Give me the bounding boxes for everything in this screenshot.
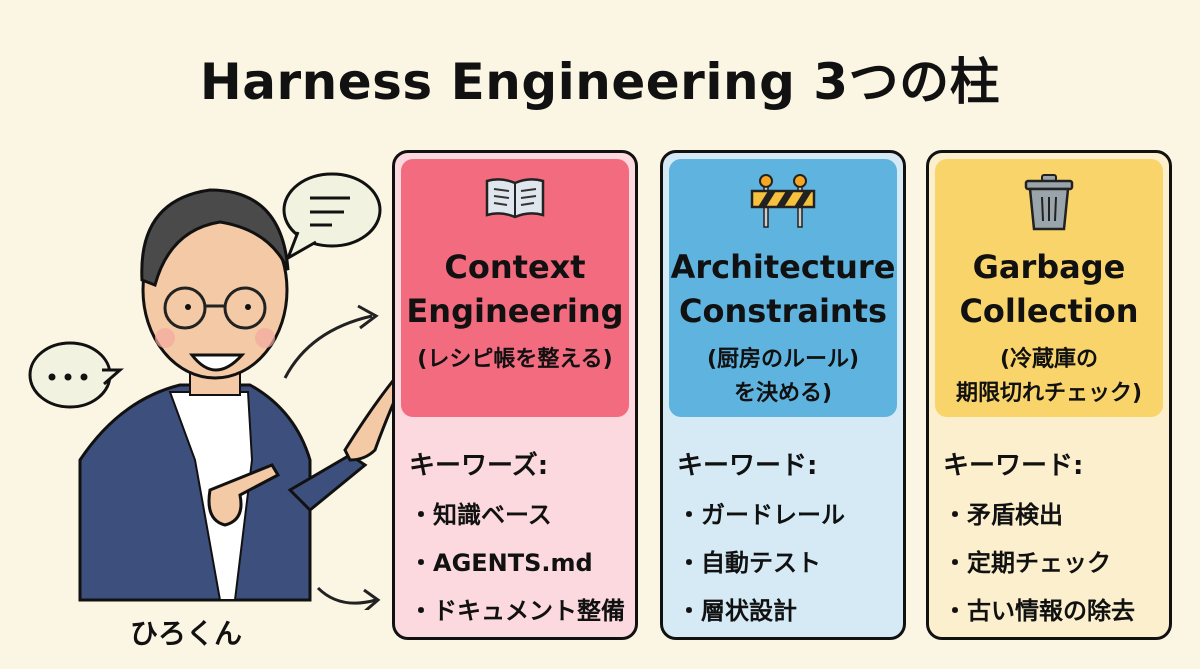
keywords-label: キーワード:	[943, 451, 1084, 481]
keyword-list: ガードレール 自動テスト 層状設計	[677, 491, 845, 635]
keyword-item: 古い情報の除去	[943, 587, 1135, 635]
keyword-item: 定期チェック	[943, 539, 1135, 587]
barrier-icon	[750, 174, 816, 228]
pillar-heading: Garbage Collection	[959, 248, 1139, 330]
presenter-name: ひろくん	[130, 617, 243, 650]
keyword-item: 矛盾検出	[943, 491, 1135, 539]
pillar-garbage-collection: Garbage Collection (冷蔵庫の 期限切れチェック) キーワード…	[926, 150, 1172, 640]
keyword-item: 層状設計	[677, 587, 845, 635]
pillar-subtitle: (レシピ帳を整える)	[417, 347, 613, 372]
keyword-list: 知識ベース AGENTS.md ドキュメント整備	[409, 491, 625, 635]
pillar-heading: Architecture Constraints	[670, 248, 896, 330]
open-book-icon	[485, 178, 545, 219]
pillar-subtitle-line1: (冷蔵庫の	[999, 347, 1099, 372]
speech-bubble-lines-icon	[282, 172, 382, 262]
pillar-subtitle-line2: 期限切れチェック)	[955, 381, 1143, 406]
keyword-item: AGENTS.md	[409, 539, 625, 587]
pillar-architecture-constraints: Architecture Constraints (厨房のルール) を決める) …	[660, 150, 906, 640]
keyword-item: 自動テスト	[677, 539, 845, 587]
page-title: Harness Engineering 3つの柱	[199, 53, 1001, 111]
keyword-list: 矛盾検出 定期チェック 古い情報の除去	[943, 491, 1135, 635]
speech-bubble-ellipsis-icon	[28, 341, 124, 409]
keyword-item: ガードレール	[677, 491, 845, 539]
keywords-label: キーワード:	[677, 451, 818, 481]
presenter-illustration	[28, 172, 400, 610]
keyword-item: 知識ベース	[409, 491, 625, 539]
pillar-context-engineering: Context Engineering (レシピ帳を整える) キーワーズ: 知識…	[392, 150, 638, 640]
keyword-item: ドキュメント整備	[409, 587, 625, 635]
keywords-label: キーワーズ:	[409, 451, 549, 481]
trash-can-icon	[1024, 174, 1074, 231]
pillar-subtitle-line1: (厨房のルール)	[706, 347, 860, 372]
pillar-heading: Context Engineering	[406, 248, 624, 330]
pillar-subtitle-line2: を決める)	[733, 381, 833, 406]
